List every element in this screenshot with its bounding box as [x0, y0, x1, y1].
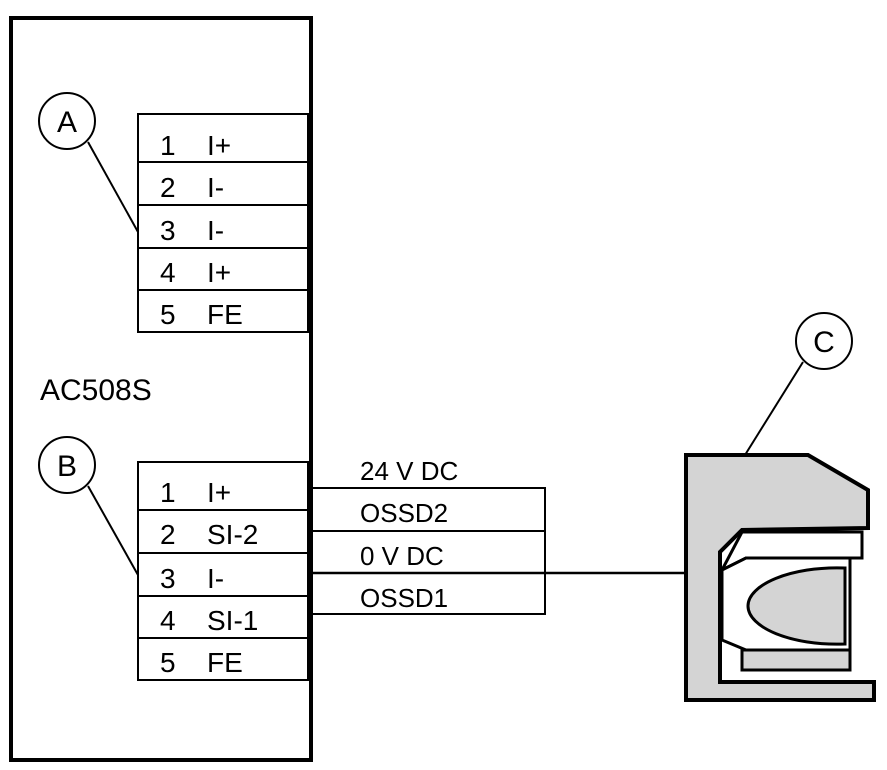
callout-a-leader	[87, 141, 139, 233]
terminal-signal: I+	[207, 257, 231, 288]
terminal-signal: FE	[207, 647, 243, 678]
wire-label-24vdc: 24 V DC	[360, 456, 458, 486]
terminal-b-row-1: 1 I+	[160, 477, 231, 508]
terminal-b-row-2: 2 SI-2	[160, 519, 258, 550]
terminal-number: 4	[160, 257, 176, 288]
wire-label-ossd1: OSSD1	[360, 583, 448, 613]
callout-a-label: A	[57, 106, 77, 139]
terminal-signal: I-	[207, 172, 224, 203]
module-housing	[9, 16, 313, 762]
terminal-number: 5	[160, 647, 176, 678]
terminal-number: 3	[160, 563, 176, 594]
callout-b: B	[38, 436, 139, 576]
terminal-signal: FE	[207, 299, 243, 330]
terminal-number: 5	[160, 299, 176, 330]
callout-a: A	[38, 92, 139, 233]
terminal-block-a: 1 I+ 2 I- 3 I- 4 I+ 5 FE	[137, 113, 309, 333]
terminal-signal: I+	[207, 130, 231, 161]
terminal-number: 2	[160, 172, 176, 203]
terminal-number: 4	[160, 605, 176, 636]
terminal-signal: SI-2	[207, 519, 258, 550]
terminal-b-row-5: 5 FE	[160, 647, 243, 678]
terminal-signal: I-	[207, 563, 224, 594]
wire-label-0vdc: 0 V DC	[360, 541, 444, 571]
safety-sensor-device	[684, 453, 876, 702]
terminal-number: 3	[160, 215, 176, 246]
callout-b-leader	[87, 485, 139, 576]
terminal-a-row-2: 2 I-	[160, 172, 224, 203]
terminal-number: 1	[160, 477, 176, 508]
terminal-a-row-5: 5 FE	[160, 299, 243, 330]
terminal-a-row-1: 1 I+	[160, 130, 231, 161]
terminal-a-row-4: 4 I+	[160, 257, 231, 288]
terminal-block-b: 1 I+ 2 SI-2 3 I- 4 SI-1 5 FE	[137, 461, 309, 681]
callout-c-label: C	[813, 326, 835, 359]
terminal-number: 1	[160, 130, 176, 161]
wire-bundle: 24 V DC OSSD2 0 V DC OSSD1	[310, 456, 685, 615]
callout-c-leader	[744, 361, 804, 456]
callout-c: C	[744, 312, 853, 456]
wire-label-ossd2: OSSD2	[360, 498, 448, 528]
module-name: AC508S	[40, 374, 152, 407]
terminal-b-row-4: 4 SI-1	[160, 605, 258, 636]
terminal-number: 2	[160, 519, 176, 550]
callout-b-label: B	[57, 450, 77, 483]
terminal-signal: I+	[207, 477, 231, 508]
terminal-a-row-3: 3 I-	[160, 215, 224, 246]
terminal-signal: SI-1	[207, 605, 258, 636]
terminal-b-row-3: 3 I-	[160, 563, 224, 594]
terminal-signal: I-	[207, 215, 224, 246]
